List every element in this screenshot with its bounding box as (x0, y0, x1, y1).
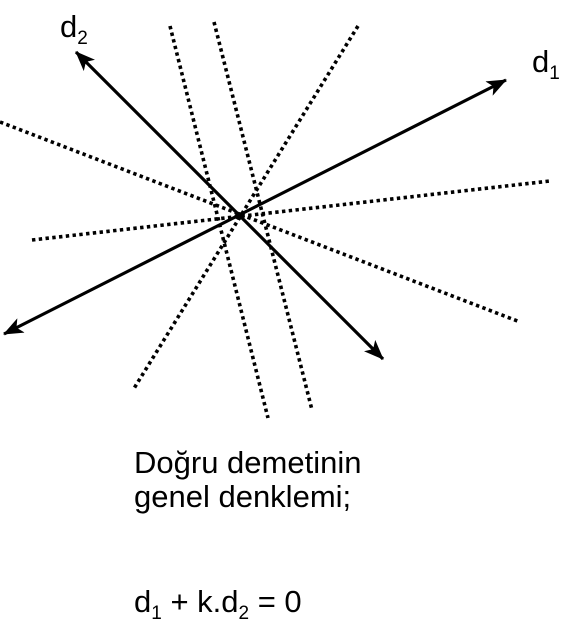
caption-line-1: Doğru demetinin (134, 445, 361, 480)
pencil-lines (0, 21, 551, 419)
general-equation: d1 + k.d2 = 0 (134, 584, 302, 624)
label-d2: d2 (60, 9, 88, 49)
intersection-point (235, 212, 243, 220)
line-d1 (3, 78, 507, 336)
dotted-line-3 (168, 25, 270, 419)
line-d2 (74, 50, 385, 361)
caption-line-2: genel denklemi; (134, 479, 351, 514)
dotted-line-1 (0, 120, 521, 324)
label-d1: d1 (532, 44, 560, 84)
